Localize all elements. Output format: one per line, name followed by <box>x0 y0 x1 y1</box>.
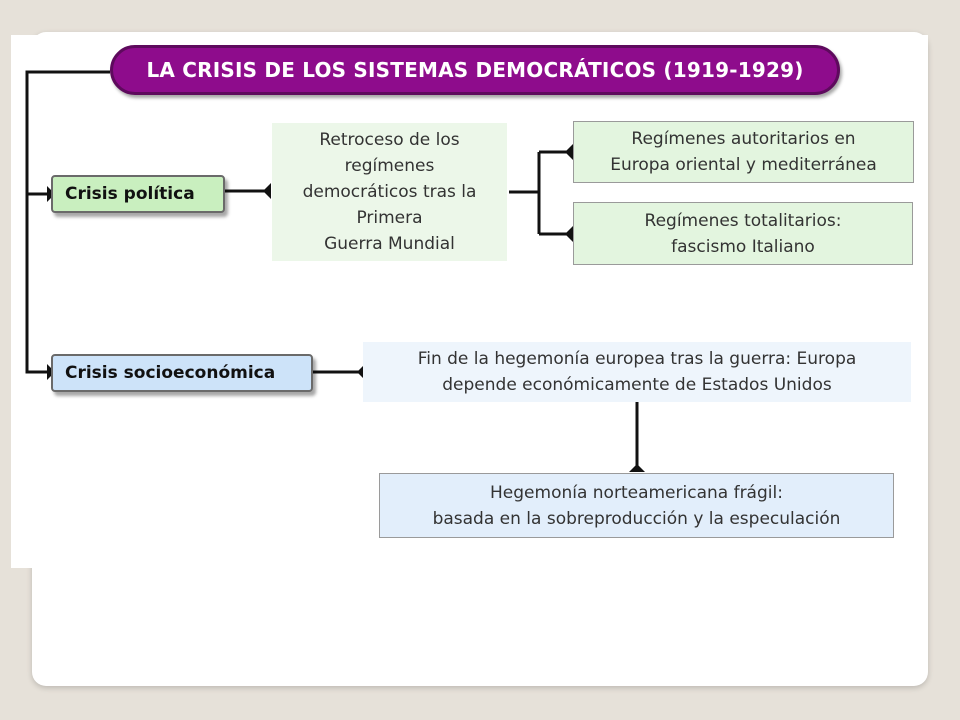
connector-lines <box>25 70 645 472</box>
main-trunk-line <box>25 70 110 374</box>
autoritarios-line-1: Regímenes autoritarios en <box>631 129 856 149</box>
hegemonia-line-2: depende económicamente de Estados Unidos <box>442 375 832 395</box>
fragil-line-2: basada en la sobreproducción y la especu… <box>432 508 841 529</box>
arrow-totalitarios <box>565 226 573 242</box>
regimenes-totalitarios-box: Regímenes totalitarios: fascismo Italian… <box>573 202 913 265</box>
retroceso-line-1: Retroceso de los <box>319 130 460 150</box>
arrow-autoritarios <box>565 144 573 160</box>
retroceso-line-3: democráticos tras la <box>302 182 477 202</box>
fin-hegemonia-europea-box: Fin de la hegemonía europea tras la guer… <box>363 342 911 402</box>
crisis-socioeconomica-node: Crisis socioeconómica <box>51 354 313 392</box>
autoritarios-line-2: Europa oriental y mediterránea <box>610 155 877 175</box>
hegemonia-norteamericana-box: Hegemonía norteamericana frágil: basada … <box>379 473 894 538</box>
retroceso-democratico-box: Retroceso de los regímenes democráticos … <box>272 123 507 261</box>
fragil-line-1: Hegemonía norteamericana frágil: <box>490 482 783 503</box>
concept-map: LA CRISIS DE LOS SISTEMAS DEMOCRÁTICOS (… <box>11 35 928 568</box>
hegemonia-line-1: Fin de la hegemonía europea tras la guer… <box>417 349 857 369</box>
totalitarios-line-1: Regímenes totalitarios: <box>644 210 842 231</box>
retroceso-line-4: Primera <box>356 208 423 228</box>
arrow-retroceso <box>263 183 271 199</box>
retroceso-line-2: regímenes <box>344 156 435 176</box>
regimenes-autoritarios-box: Regímenes autoritarios en Europa orienta… <box>573 121 914 183</box>
retroceso-line-5: Guerra Mundial <box>324 234 455 254</box>
crisis-politica-node: Crisis política <box>51 175 225 213</box>
retroceso-branch-line <box>509 150 569 236</box>
diagram-title: LA CRISIS DE LOS SISTEMAS DEMOCRÁTICOS (… <box>110 45 840 95</box>
totalitarios-line-2: fascismo Italiano <box>671 236 815 257</box>
arrow-fragil <box>629 464 645 472</box>
